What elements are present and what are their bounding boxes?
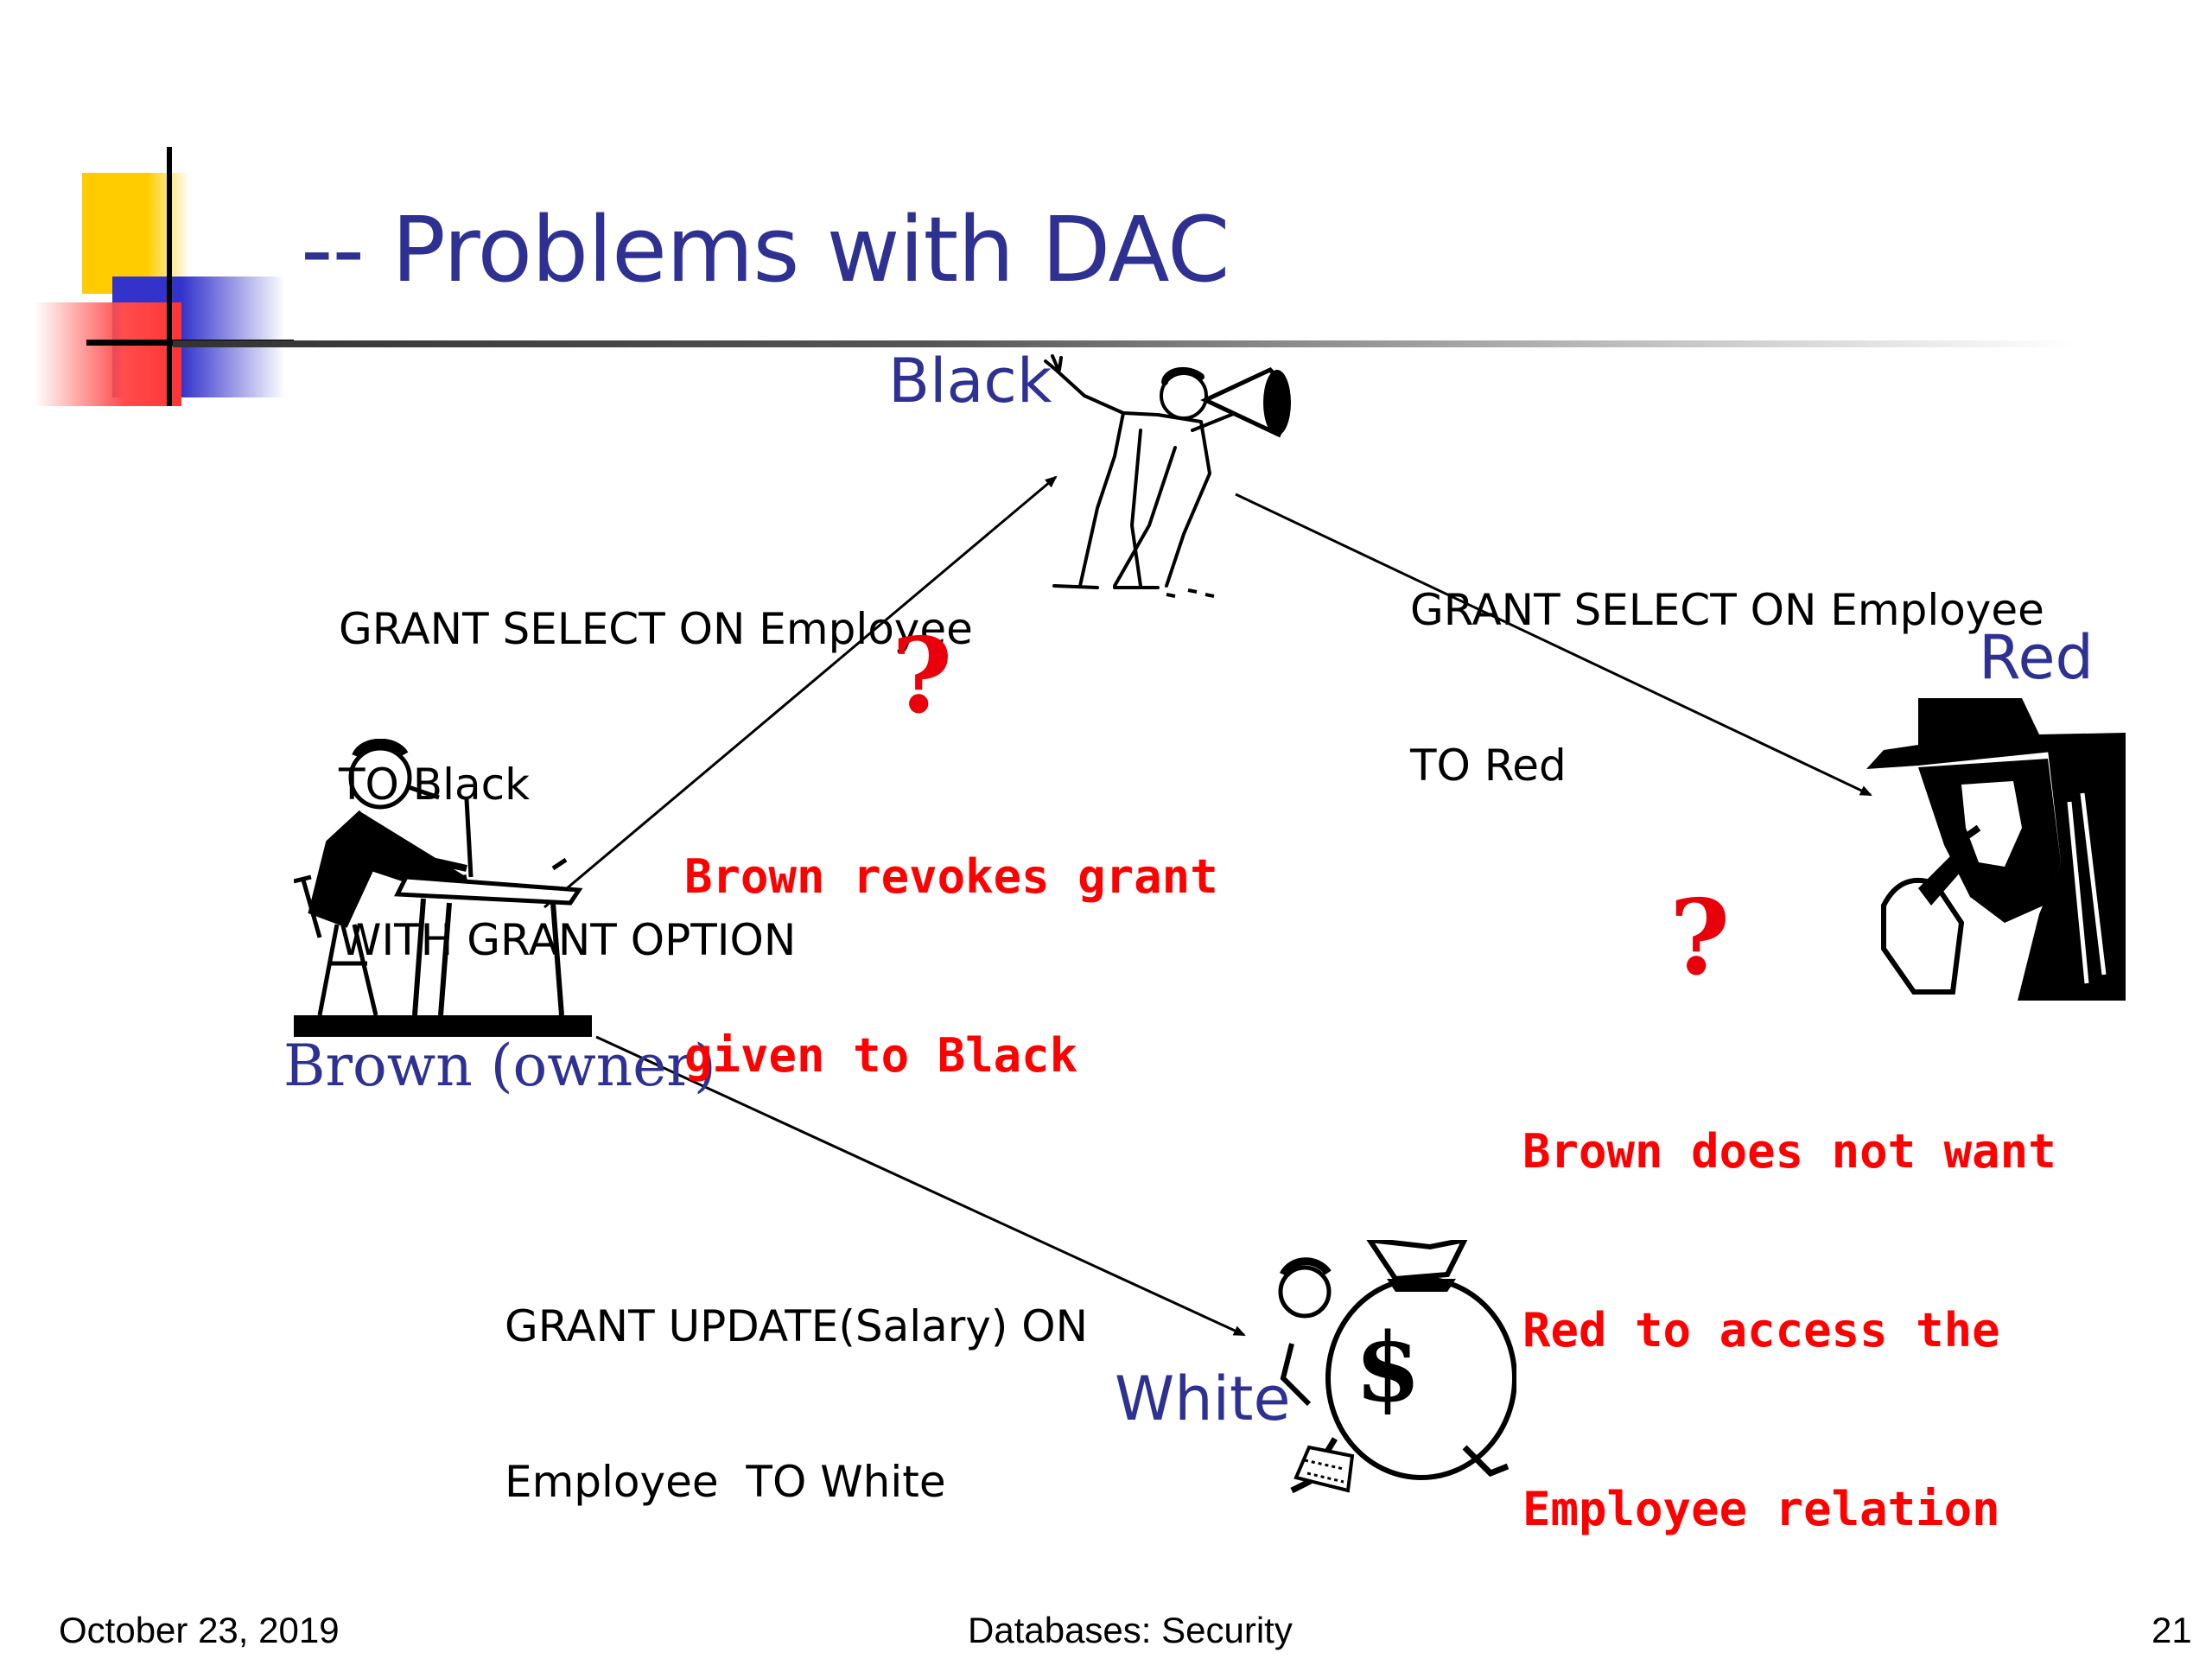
grant-line: WITH GRANT OPTION [339,915,797,965]
grant-line: TO Black [339,760,531,810]
grant-brown-to-black: GRANT SELECT ON Employee TO Black WITH G… [339,499,973,1018]
footer-date: October 23, 2019 [59,1610,340,1650]
question-mark-red-access: ? [1669,877,1731,999]
footer-course: Databases: Security [968,1610,1293,1650]
note-line: given to Black [684,1028,1078,1083]
title-underline [173,340,2074,347]
arrow-brown-to-white [595,1035,1246,1337]
money-bag-dollar-sign: $ [1355,1312,1421,1423]
actor-red-label: Red [1979,622,2094,693]
note-line: Employee relation [1522,1482,2000,1536]
arrow-black-to-red [1235,493,1872,797]
note-line: Brown does not want [1522,1124,2056,1179]
page-title: -- Problems with DAC [301,197,1230,302]
man-in-hat-with-pipe-icon [1866,698,2126,1001]
footer-page-number: 21 [2152,1610,2192,1650]
grant-brown-to-white: GRANT UPDATE(Salary) ON Employee TO Whit… [505,1197,1088,1560]
logo-vertical-line [167,147,172,406]
note-line: Brown revokes grant [684,849,1218,904]
actor-white-label: White [1115,1363,1291,1434]
slide-logo [35,147,294,415]
grant-line: Employee TO White [505,1457,946,1507]
man-writing-at-desk-icon [294,739,592,1037]
man-carrying-money-bag-icon [1278,1240,1516,1494]
logo-yellow-square [82,173,190,294]
red-access-note: Brown does not want Red to access the Em… [1522,1002,2056,1599]
man-with-megaphone-icon [1044,354,1291,598]
revoke-note: Brown revokes grant given to Black [684,728,1218,1145]
grant-line: GRANT SELECT ON Employee [339,604,973,654]
grant-line: TO Red [1410,741,1567,791]
grant-line: GRANT UPDATE(Salary) ON [505,1301,1089,1351]
actor-black-label: Black [888,346,1052,416]
arrow-brown-to-black [543,475,1058,909]
question-mark-revoke: ? [892,615,953,737]
actor-brown-label: Brown (owner) [283,1033,716,1099]
note-line: Red to access the [1522,1303,2000,1357]
logo-red-square [35,302,181,406]
grant-line: GRANT SELECT ON Employee [1410,585,2044,635]
grant-black-to-red: GRANT SELECT ON Employee TO Red [1410,480,2044,843]
